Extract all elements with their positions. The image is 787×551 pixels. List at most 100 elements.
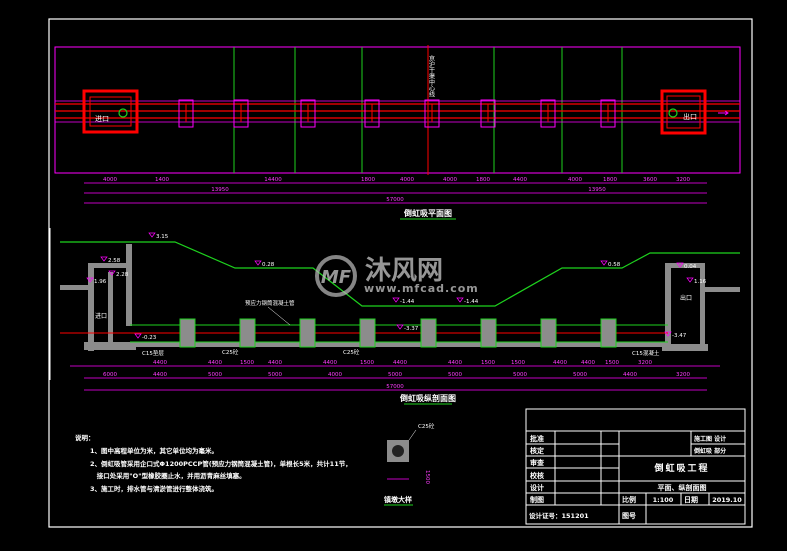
title-block-text: 批准 核定 审查 校核 设计 制图 设计证号：151201 施工图 设计 倒虹吸… xyxy=(529,434,742,520)
dimension-label: 1500 xyxy=(605,360,619,366)
dimension-label: 4400 xyxy=(623,372,637,378)
role-approve: 批准 xyxy=(530,434,544,443)
elevation-label: 1.16 xyxy=(694,279,707,285)
dimension-label: 4400 xyxy=(153,360,167,366)
elevation-label: 3.15 xyxy=(156,234,169,240)
elevation-marker-icon xyxy=(134,333,142,339)
elevation-marker-icon xyxy=(456,297,464,303)
dimension-label: 4000 xyxy=(103,177,117,183)
dimension-label: 5000 xyxy=(513,372,527,378)
section-inlet-label: 进口 xyxy=(95,312,107,320)
role-verify: 核定 xyxy=(530,446,544,455)
dimension-label: 1400 xyxy=(155,177,169,183)
thrust-block-detail: C25砼 1500 镇墩大样 xyxy=(384,422,435,506)
role-check: 校核 xyxy=(530,471,544,480)
dimension-label: 1500 xyxy=(240,360,254,366)
plan-collar xyxy=(300,99,316,128)
dimension-label: 14400 xyxy=(264,177,282,183)
plan-boundary xyxy=(54,46,741,174)
elevation-marker-icon xyxy=(148,232,156,238)
dimension-label: 13950 xyxy=(588,187,606,193)
section-outlet-label: 出口 xyxy=(680,294,692,302)
svg-text:www.mfcad.com: www.mfcad.com xyxy=(364,282,479,295)
dimension-label: 4400 xyxy=(393,360,407,366)
plan-pipe xyxy=(55,100,740,123)
dimension-label: 4400 xyxy=(513,177,527,183)
scale-value: 1:100 xyxy=(653,496,674,504)
collar-label: C25砼 xyxy=(343,348,360,356)
elevation-label: 0.04 xyxy=(684,264,697,270)
role-review: 审查 xyxy=(530,458,545,467)
dimension-label: 1500 xyxy=(511,360,525,366)
plan-collar xyxy=(424,99,440,128)
ground-line xyxy=(60,241,740,307)
plan-dimension-lines xyxy=(84,182,707,204)
elevation-label: 0.28 xyxy=(262,262,275,268)
plan-collar xyxy=(364,99,380,128)
dimension-label: 1500 xyxy=(481,360,495,366)
elevation-label: 1.96 xyxy=(94,279,107,285)
dimension-label: 4400 xyxy=(208,360,222,366)
pipe-label: 预应力钢筒混凝土管 xyxy=(245,299,295,307)
dimension-label: 57000 xyxy=(386,384,404,390)
elevation-marker-icon xyxy=(108,270,116,276)
dimension-label: 4000 xyxy=(443,177,457,183)
elevation-marker-icon xyxy=(600,260,608,266)
plan-collar xyxy=(178,99,194,128)
elevation-label: 2.28 xyxy=(116,272,129,278)
elevation-marker-icon xyxy=(686,277,694,283)
section-view: 进口 出口 预应力钢筒混凝土管 C15垫层 C15混凝土 C25砼 C25砼 3… xyxy=(49,228,740,405)
plan-collar xyxy=(600,99,616,128)
design-stage: 施工图 设计 xyxy=(694,435,726,443)
left-pad-label: C15垫层 xyxy=(142,349,164,357)
dimension-label: 1800 xyxy=(476,177,490,183)
flow-arrow-icon xyxy=(718,110,729,116)
dimension-label: 4400 xyxy=(553,360,567,366)
elevation-marker-icon xyxy=(100,256,108,262)
outlet-label: 出口 xyxy=(683,112,697,121)
note-item: 接口处采用"O"型橡胶圈止水，并用沥青麻丝填塞。 xyxy=(90,471,246,480)
dimension-label: 3600 xyxy=(643,177,657,183)
watermark-logo: MF 沐风网 www.mfcad.com xyxy=(315,255,479,297)
dimension-label: 4400 xyxy=(448,360,462,366)
elevation-marker-icon xyxy=(396,324,404,330)
elevation-marker-icon xyxy=(676,262,684,268)
dimension-label: 5000 xyxy=(388,372,402,378)
dimension-label: 4400 xyxy=(581,360,595,366)
elevation-marker-icon xyxy=(664,331,672,337)
role-design: 设计 xyxy=(530,483,544,492)
dimension-label: 1800 xyxy=(603,177,617,183)
note-item: 2、倒虹吸管采用企口式Φ1200PCCP管(预应力钢筒混凝土管)，单根长5米，共… xyxy=(90,459,352,468)
section-inlet-well xyxy=(60,244,136,351)
section-collar xyxy=(239,318,256,348)
right-pad-label: C15混凝土 xyxy=(632,349,660,357)
notes: 说明： 1、图中高程单位为米，其它单位均为毫米。 2、倒虹吸管采用企口式Φ120… xyxy=(75,433,352,493)
note-item: 1、图中高程单位为米，其它单位均为毫米。 xyxy=(90,446,218,455)
notes-heading: 说明： xyxy=(75,433,95,442)
dimension-label: 4000 xyxy=(568,177,582,183)
section-collar xyxy=(299,318,316,348)
svg-text:沐风网: 沐风网 xyxy=(365,256,443,286)
valve-icon xyxy=(668,108,678,118)
dimension-label: 3200 xyxy=(638,360,652,366)
dimension-label: 4000 xyxy=(400,177,414,183)
elevation-label: -0.23 xyxy=(142,335,157,341)
svg-text:MF: MF xyxy=(321,267,352,288)
cert-number: 设计证号：151201 xyxy=(529,511,589,520)
centerline-label: 京沪干渠中心线 xyxy=(428,54,435,97)
elevation-label: -3.37 xyxy=(404,326,419,332)
plan-title: 倒虹吸平面图 xyxy=(403,208,452,218)
project-name: 倒虹吸工程 xyxy=(653,462,709,474)
dimension-label: 5000 xyxy=(208,372,222,378)
dimension-label: 4400 xyxy=(323,360,337,366)
dimension-label: 4400 xyxy=(153,372,167,378)
section-collar xyxy=(420,318,437,348)
dimension-label: 1800 xyxy=(361,177,375,183)
section-collar xyxy=(480,318,497,348)
elevation-marker-icon xyxy=(86,277,94,283)
section-collar xyxy=(540,318,557,348)
plan-grid-lines xyxy=(233,47,623,173)
dimension-label: 3200 xyxy=(676,177,690,183)
